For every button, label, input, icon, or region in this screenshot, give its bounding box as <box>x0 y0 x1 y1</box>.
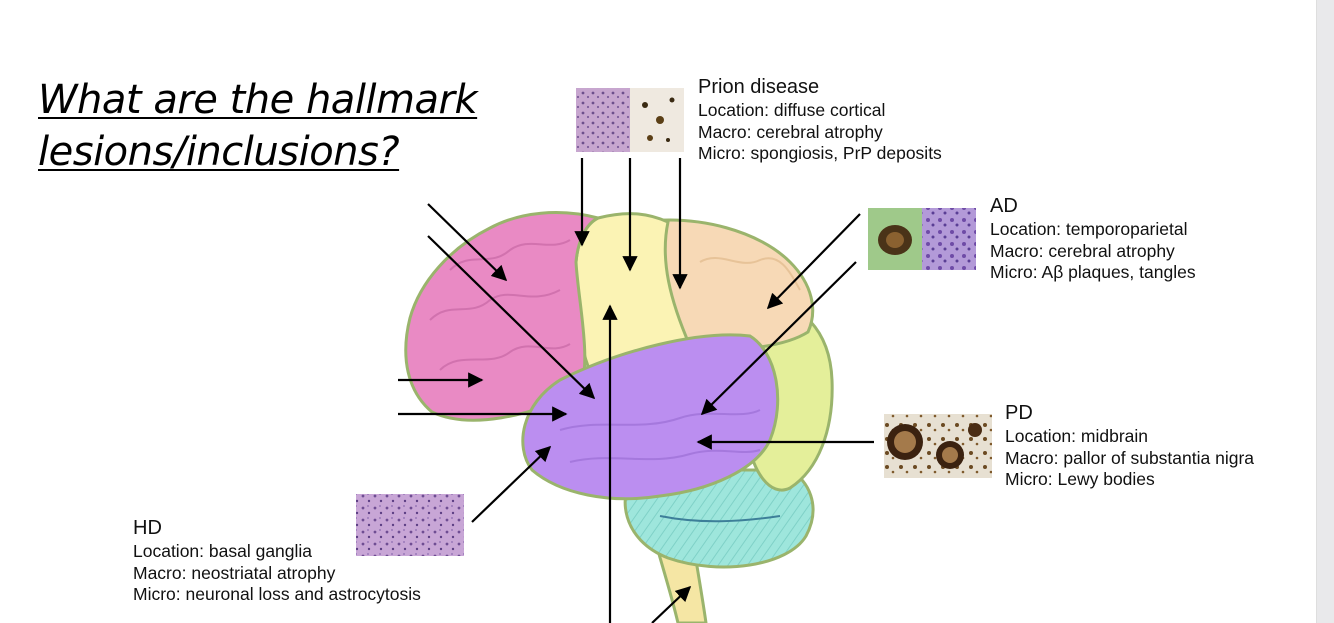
ad-macro: Macro: cerebral atrophy <box>990 241 1196 263</box>
hd-label: HD Location: basal ganglia Macro: neostr… <box>133 515 421 606</box>
hd-micro: Micro: neuronal loss and astrocytosis <box>133 584 421 606</box>
pd-micro: Micro: Lewy bodies <box>1005 469 1254 491</box>
hd-name: HD <box>133 515 421 541</box>
hd-location: Location: basal ganglia <box>133 541 421 563</box>
vertical-scrollbar[interactable] <box>1316 0 1334 623</box>
prion-micro: Micro: spongiosis, PrP deposits <box>698 143 942 165</box>
ad-name: AD <box>990 193 1196 219</box>
prion-label: Prion disease Location: diffuse cortical… <box>698 74 942 165</box>
prion-name: Prion disease <box>698 74 942 100</box>
prion-location: Location: diffuse cortical <box>698 100 942 122</box>
ad-location: Location: temporoparietal <box>990 219 1196 241</box>
pd-name: PD <box>1005 400 1254 426</box>
pd-macro: Macro: pallor of substantia nigra <box>1005 448 1254 470</box>
prion-histology-image-1 <box>576 88 630 152</box>
ad-label: AD Location: temporoparietal Macro: cere… <box>990 193 1196 284</box>
hd-arrow <box>472 447 550 522</box>
prion-macro: Macro: cerebral atrophy <box>698 122 942 144</box>
pd-location: Location: midbrain <box>1005 426 1254 448</box>
pd-label: PD Location: midbrain Macro: pallor of s… <box>1005 400 1254 491</box>
hd-macro: Macro: neostriatal atrophy <box>133 563 421 585</box>
ad-histology-image-2 <box>922 208 976 270</box>
ad-micro: Micro: Aβ plaques, tangles <box>990 262 1196 284</box>
